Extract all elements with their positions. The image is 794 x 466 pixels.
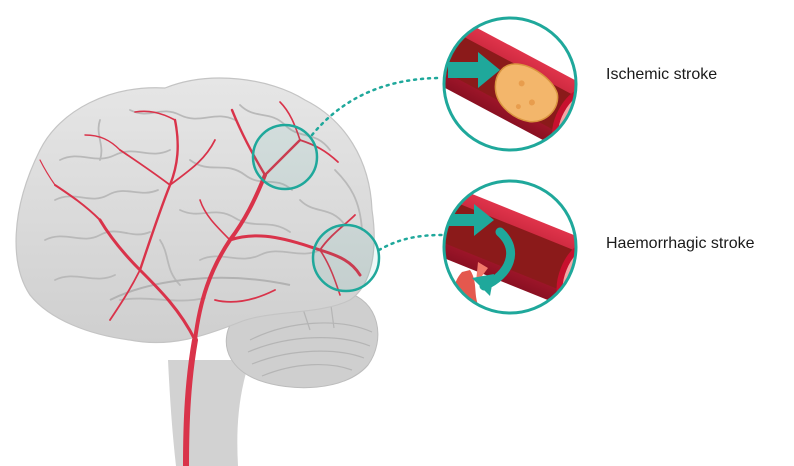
ischemic-site-marker <box>253 125 317 189</box>
blood-vessel-clot-icon <box>415 12 624 166</box>
haemorrhagic-stroke-label: Haemorrhagic stroke <box>606 235 755 253</box>
ischemic-stroke-label: Ischemic stroke <box>606 66 717 84</box>
haemorrhagic-site-marker <box>313 225 379 291</box>
brain-stem <box>168 360 250 466</box>
haemorrhagic-connector <box>379 235 442 250</box>
